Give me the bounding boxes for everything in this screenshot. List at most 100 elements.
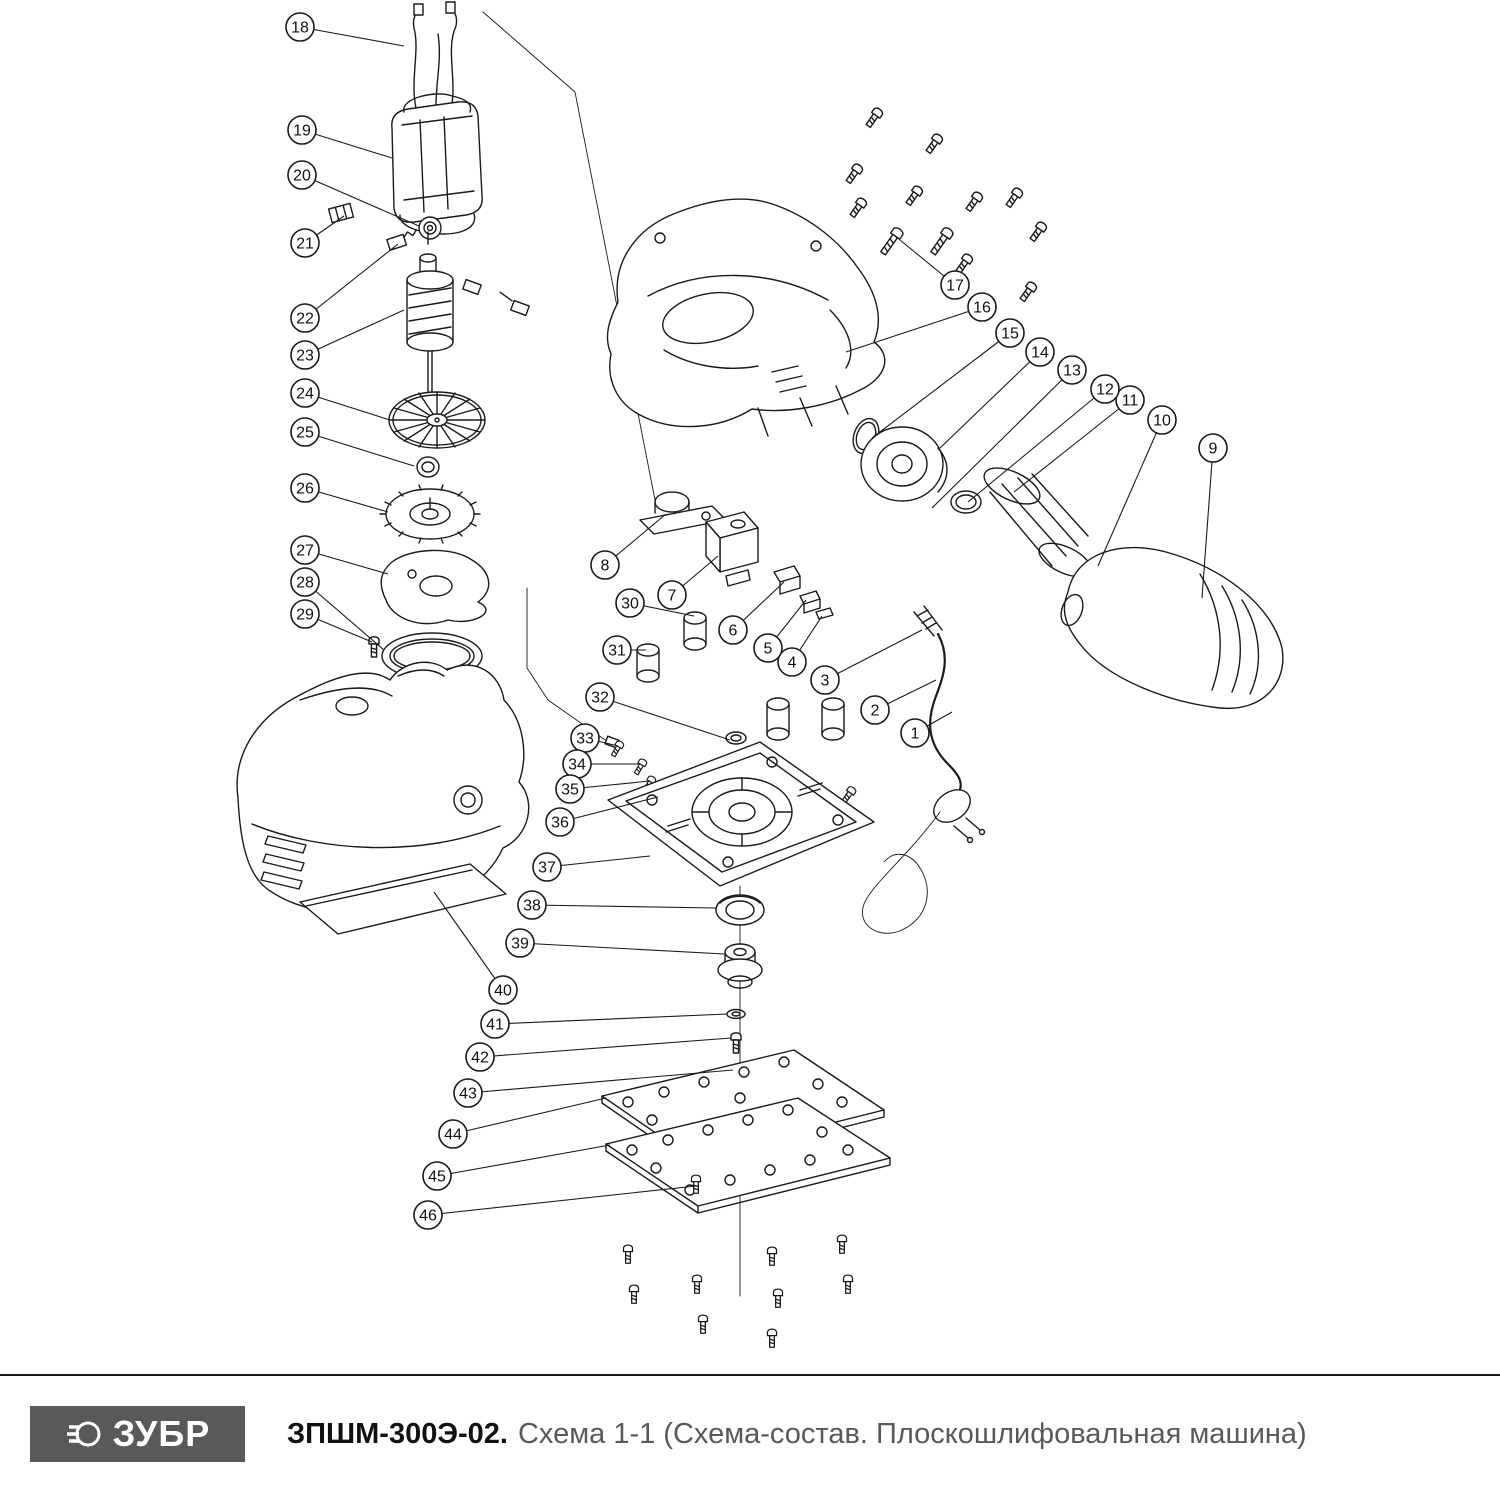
callout-31: 31 (602, 635, 632, 665)
svg-text:25: 25 (296, 425, 314, 442)
svg-text:1: 1 (911, 726, 920, 743)
callout-14: 14 (1025, 337, 1055, 367)
svg-text:24: 24 (296, 386, 314, 403)
callout-35: 35 (555, 774, 585, 804)
svg-text:40: 40 (494, 983, 512, 1000)
svg-text:12: 12 (1096, 382, 1114, 399)
callout-33: 33 (570, 723, 600, 753)
scheme-title: Схема 1-1 (Схема-состав. Плоскошлифоваль… (517, 1417, 1307, 1450)
svg-text:8: 8 (601, 558, 610, 575)
callout-30: 30 (615, 588, 645, 618)
leader-line-11 (1013, 399, 1131, 493)
callout-3: 3 (810, 665, 840, 695)
callout-7: 7 (657, 580, 687, 610)
svg-text:22: 22 (296, 311, 314, 328)
leader-line-42 (479, 1037, 732, 1058)
svg-text:6: 6 (729, 623, 738, 640)
bearing-flange (860, 426, 948, 502)
svg-text:33: 33 (576, 731, 594, 748)
svg-text:5: 5 (764, 641, 773, 658)
callout-8: 8 (590, 550, 620, 580)
callout-9: 9 (1198, 433, 1228, 463)
callout-25: 25 (290, 417, 320, 447)
callout-20: 20 (287, 160, 317, 190)
leader-line-46 (427, 1185, 697, 1216)
callout-19: 19 (287, 115, 317, 145)
callout-5: 5 (753, 633, 783, 663)
callout-16: 16 (967, 292, 997, 322)
callout-13: 13 (1057, 355, 1087, 385)
leader-line-20 (301, 174, 420, 227)
callout-10: 10 (1147, 405, 1177, 435)
callout-23: 23 (290, 340, 320, 370)
base-plate (607, 741, 875, 887)
svg-text:41: 41 (486, 1017, 504, 1034)
leader-line-23 (304, 309, 405, 356)
callout-29: 29 (290, 599, 320, 629)
svg-text:31: 31 (608, 643, 626, 660)
footer-divider (0, 1374, 1500, 1376)
callout-42: 42 (465, 1042, 495, 1072)
callout-4: 4 (777, 647, 807, 677)
svg-text:29: 29 (296, 607, 314, 624)
pad-bearing (715, 894, 765, 926)
callout-12: 12 (1090, 374, 1120, 404)
svg-text:17: 17 (946, 278, 964, 295)
svg-text:7: 7 (668, 588, 677, 605)
svg-text:23: 23 (296, 348, 314, 365)
leader-line-40 (433, 891, 504, 991)
svg-text:26: 26 (296, 481, 314, 498)
armature (406, 231, 454, 399)
washer-ring (950, 490, 982, 514)
callout-36: 36 (545, 807, 575, 837)
svg-text:9: 9 (1209, 441, 1218, 458)
svg-text:13: 13 (1063, 363, 1081, 380)
terminal-block (327, 202, 355, 224)
callout-43: 43 (453, 1078, 483, 1108)
callout-38: 38 (517, 890, 547, 920)
pad-hub (717, 943, 763, 989)
carbon-brushes (386, 229, 530, 317)
leader-line-19 (301, 129, 393, 159)
svg-text:39: 39 (511, 936, 529, 953)
svg-text:27: 27 (296, 543, 314, 560)
callout-44: 44 (438, 1119, 468, 1149)
svg-text:14: 14 (1031, 345, 1049, 362)
callout-6: 6 (718, 615, 748, 645)
scheme-caption: ЗПШМ-300Э-02.Схема 1-1 (Схема-состав. Пл… (287, 1418, 1307, 1451)
callout-39: 39 (505, 928, 535, 958)
footer: ЗУБР ЗПШМ-300Э-02.Схема 1-1 (Схема-соста… (30, 1406, 1307, 1462)
dust-bag (1060, 546, 1284, 710)
leader-line-38 (531, 904, 717, 909)
plate-washer (725, 731, 747, 745)
leader-line-44 (452, 1097, 607, 1135)
svg-text:20: 20 (293, 168, 311, 185)
callout-1: 1 (900, 718, 930, 748)
sanding-sheet (605, 1097, 891, 1214)
leader-line-32 (599, 696, 731, 741)
leader-line-3 (824, 629, 923, 681)
svg-text:38: 38 (523, 898, 541, 915)
power-switch (705, 511, 759, 587)
leader-line-39 (519, 942, 725, 955)
callout-18: 18 (285, 12, 315, 42)
power-cord (862, 605, 986, 934)
callout-45: 45 (422, 1161, 452, 1191)
zubr-logo: ЗУБР (30, 1406, 245, 1462)
leader-line-14 (939, 351, 1041, 449)
leader-line-16 (845, 306, 983, 353)
svg-text:42: 42 (471, 1050, 489, 1067)
svg-text:15: 15 (1001, 326, 1019, 343)
svg-text:28: 28 (296, 575, 314, 592)
svg-text:32: 32 (591, 690, 609, 707)
callout-22: 22 (290, 303, 320, 333)
leader-line-37 (546, 855, 651, 868)
svg-text:34: 34 (568, 757, 586, 774)
eccentric-plate (380, 549, 490, 625)
leader-line-24 (304, 392, 391, 421)
callout-21: 21 (290, 228, 320, 258)
leader-line-15 (871, 332, 1011, 439)
leader-line-12 (967, 388, 1106, 503)
callout-37: 37 (532, 852, 562, 882)
leader-line-41 (494, 1013, 728, 1025)
